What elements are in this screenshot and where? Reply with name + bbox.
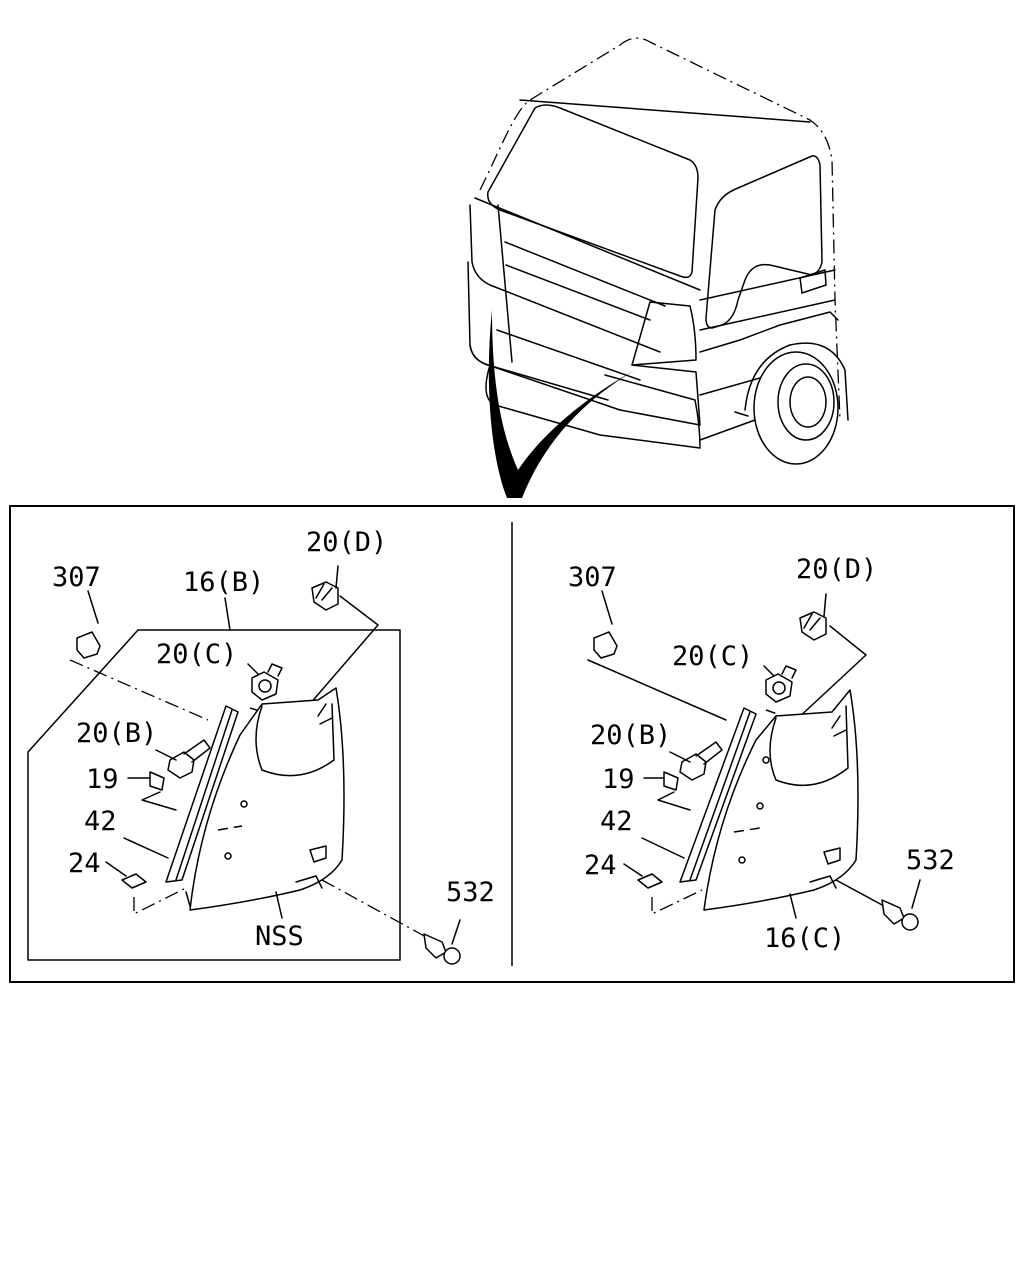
dash-532-r	[835, 879, 885, 907]
clip-20b-part	[167, 751, 195, 779]
label-24: 24	[68, 848, 101, 879]
leader-42	[123, 837, 169, 859]
leader-16c	[789, 893, 797, 919]
label-19: 19	[86, 764, 119, 795]
dash-307-r	[587, 659, 727, 721]
label-42: 42	[84, 806, 117, 837]
pad-24-part	[121, 873, 147, 889]
leader-42-r	[641, 837, 685, 859]
leader-532-r	[911, 879, 921, 909]
right-panel: 307 20(D) 20(C) 20(B) 19 42 24 532 16(C)	[568, 554, 955, 954]
bolt-532-part	[423, 933, 447, 959]
clip-307-part	[76, 631, 101, 659]
leader-307-r	[601, 590, 613, 625]
label-nss: NSS	[255, 921, 304, 952]
label-20d: 20(D)	[306, 527, 387, 558]
leader-20b-r	[669, 751, 691, 763]
leader-20c-r	[763, 665, 775, 677]
panel-16c-part	[703, 689, 859, 911]
diagram-frame	[9, 505, 1015, 983]
leader-24	[105, 861, 127, 877]
leader-20c	[247, 663, 259, 675]
label-532: 532	[446, 877, 495, 908]
strip-42-part-r	[679, 707, 757, 883]
dash-20d	[295, 595, 379, 721]
label-307-r: 307	[568, 562, 617, 593]
nss-outline	[27, 629, 401, 961]
callout-arrow	[488, 310, 635, 498]
leader-20d	[335, 565, 339, 589]
strip-42-part	[165, 705, 239, 883]
part-19-r	[663, 771, 679, 791]
label-16c: 16(C)	[764, 923, 845, 954]
label-16b: 16(B)	[183, 567, 264, 598]
bolt-532-part-r	[881, 899, 905, 925]
label-42-r: 42	[600, 806, 633, 837]
leader-16b	[224, 597, 231, 631]
clip-307-part-r	[593, 631, 618, 659]
dash-20d-r	[795, 625, 867, 721]
label-20d-r: 20(D)	[796, 554, 877, 585]
leader-nss	[275, 891, 283, 919]
label-20c-r: 20(C)	[672, 641, 753, 672]
label-20c: 20(C)	[156, 639, 237, 670]
part-19	[149, 771, 165, 791]
leader-532	[451, 919, 461, 945]
label-307: 307	[52, 562, 101, 593]
pad-24-part-r	[637, 873, 663, 889]
leader-20d-r	[823, 593, 827, 617]
label-532-r: 532	[906, 845, 955, 876]
label-20b: 20(B)	[76, 718, 157, 749]
leader-24-r	[623, 863, 643, 877]
leader-20b	[155, 749, 177, 761]
label-19-r: 19	[602, 764, 635, 795]
truck-cab-illustration	[467, 37, 849, 465]
leader-307	[87, 590, 99, 624]
left-panel: 307 16(B) 20(D) 20(C) 20(B) 19 42 24 532…	[27, 527, 495, 965]
clip-20c-part	[251, 671, 279, 701]
clip-20b-part-r	[679, 753, 707, 781]
label-20b-r: 20(B)	[590, 720, 671, 751]
clip-20c-part-r	[765, 673, 793, 703]
label-24-r: 24	[584, 850, 617, 881]
panel-16b-part	[189, 687, 345, 911]
